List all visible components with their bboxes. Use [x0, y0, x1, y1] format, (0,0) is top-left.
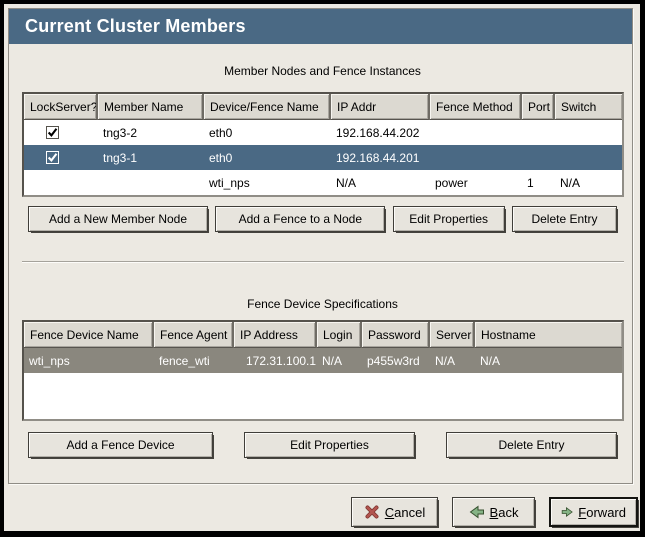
- fence-device-name-cell: wti_nps: [24, 348, 154, 373]
- device-fence-name-cell: wti_nps: [204, 170, 331, 195]
- button-label: Back: [489, 504, 519, 520]
- port-cell: [522, 145, 555, 170]
- member-table-row[interactable]: tng3-2 eth0 192.168.44.202: [24, 120, 622, 145]
- switch-cell: [555, 120, 622, 145]
- fence-button-row: Add a Fence Device Edit Properties Delet…: [28, 432, 617, 458]
- forward-arrow-icon: [561, 507, 573, 517]
- fence-table-row-selected[interactable]: wti_nps fence_wti 172.31.100.1 N/A p455w…: [24, 348, 622, 373]
- column-header-password[interactable]: Password: [362, 322, 430, 348]
- column-header-server[interactable]: Server: [430, 322, 475, 348]
- port-cell: [522, 120, 555, 145]
- member-table-row-selected[interactable]: tng3-1 eth0 192.168.44.201: [24, 145, 622, 170]
- fence-table-label: Fence Device Specifications: [247, 297, 398, 311]
- column-header-hostname[interactable]: Hostname: [475, 322, 622, 348]
- fence-method-cell: [430, 120, 522, 145]
- device-fence-name-cell: eth0: [204, 145, 331, 170]
- port-cell: 1: [522, 170, 555, 195]
- add-fence-device-button[interactable]: Add a Fence Device: [28, 432, 213, 458]
- fence-table-header-row: Fence Device Name Fence Agent IP Address…: [24, 322, 622, 348]
- button-label: Forward: [578, 504, 626, 520]
- fence-agent-cell: fence_wti: [154, 348, 234, 373]
- switch-cell: N/A: [555, 170, 622, 195]
- ip-address-cell: 172.31.100.1: [234, 348, 317, 373]
- back-arrow-icon: [469, 505, 484, 519]
- cancel-x-icon: [365, 505, 379, 519]
- ip-addr-cell: N/A: [331, 170, 430, 195]
- member-table: LockServer? Member Name Device/Fence Nam…: [22, 92, 624, 197]
- edit-properties-button[interactable]: Edit Properties: [244, 432, 415, 458]
- column-header-fence-agent[interactable]: Fence Agent: [154, 322, 234, 348]
- content-frame: [8, 8, 633, 484]
- column-header-device-fence-name[interactable]: Device/Fence Name: [204, 94, 331, 120]
- member-table-row[interactable]: wti_nps N/A power 1 N/A: [24, 170, 622, 195]
- lockserver-cell: [24, 145, 98, 170]
- ip-addr-cell: 192.168.44.201: [331, 145, 430, 170]
- fence-method-cell: power: [430, 170, 522, 195]
- server-cell: N/A: [430, 348, 475, 373]
- add-new-member-node-button[interactable]: Add a New Member Node: [28, 206, 208, 232]
- fence-method-cell: [430, 145, 522, 170]
- switch-cell: [555, 145, 622, 170]
- column-header-fence-method[interactable]: Fence Method: [430, 94, 522, 120]
- lockserver-checkbox-checked[interactable]: [46, 125, 59, 139]
- back-button[interactable]: Back: [452, 497, 535, 527]
- member-table-label: Member Nodes and Fence Instances: [224, 64, 421, 78]
- edit-properties-button[interactable]: Edit Properties: [392, 206, 505, 232]
- hostname-cell: N/A: [475, 348, 622, 373]
- action-bar: Cancel Back Forward: [0, 497, 638, 527]
- lockserver-cell: [24, 170, 98, 195]
- column-header-member-name[interactable]: Member Name: [98, 94, 204, 120]
- delete-entry-button[interactable]: Delete Entry: [446, 432, 617, 458]
- delete-entry-button[interactable]: Delete Entry: [511, 206, 617, 232]
- member-name-cell: tng3-2: [98, 120, 204, 145]
- button-label: Cancel: [384, 504, 426, 520]
- page-title: Current Cluster Members: [9, 9, 632, 44]
- lockserver-checkbox-checked[interactable]: [46, 150, 59, 164]
- column-header-fence-device-name[interactable]: Fence Device Name: [24, 322, 154, 348]
- member-table-header-row: LockServer? Member Name Device/Fence Nam…: [24, 94, 622, 120]
- add-fence-to-node-button[interactable]: Add a Fence to a Node: [215, 206, 386, 232]
- fence-table: Fence Device Name Fence Agent IP Address…: [22, 320, 624, 421]
- column-header-lockserver[interactable]: LockServer?: [24, 94, 98, 120]
- check-icon: [47, 127, 58, 137]
- ip-addr-cell: 192.168.44.202: [331, 120, 430, 145]
- cancel-button[interactable]: Cancel: [351, 497, 438, 527]
- column-header-login[interactable]: Login: [317, 322, 362, 348]
- member-button-row: Add a New Member Node Add a Fence to a N…: [28, 206, 617, 232]
- member-name-cell: [98, 170, 204, 195]
- column-header-switch[interactable]: Switch: [555, 94, 622, 120]
- password-cell: p455w3rd: [362, 348, 430, 373]
- check-icon: [47, 152, 58, 162]
- section-separator: [22, 261, 624, 262]
- column-header-ip-addr[interactable]: IP Addr: [331, 94, 430, 120]
- column-header-port[interactable]: Port: [522, 94, 555, 120]
- member-name-cell: tng3-1: [98, 145, 204, 170]
- device-fence-name-cell: eth0: [204, 120, 331, 145]
- login-cell: N/A: [317, 348, 362, 373]
- lockserver-cell: [24, 120, 98, 145]
- fence-table-empty-area: [24, 373, 622, 419]
- column-header-ip-address[interactable]: IP Address: [234, 322, 317, 348]
- forward-button[interactable]: Forward: [549, 497, 638, 527]
